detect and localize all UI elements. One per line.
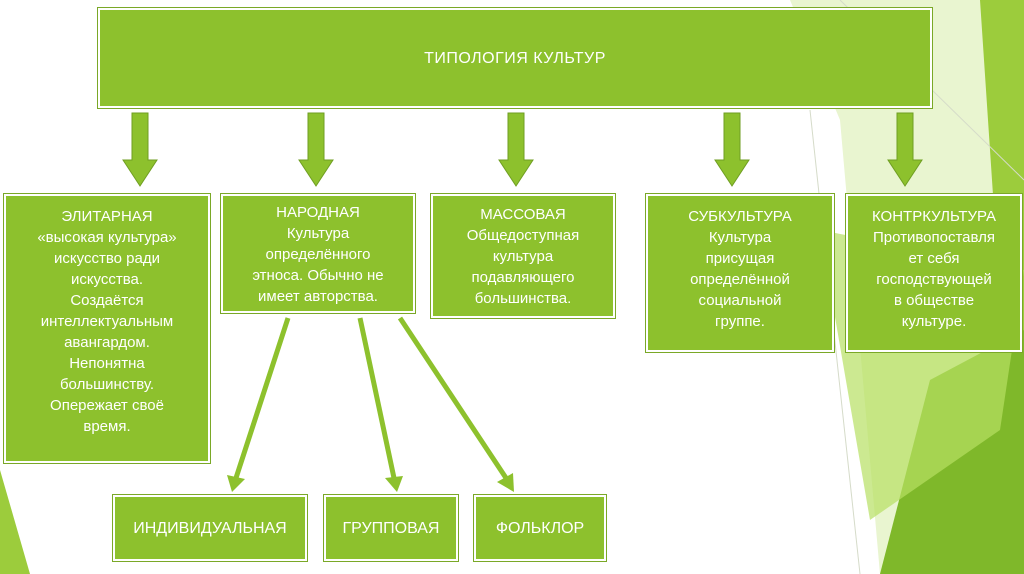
deco-left-corner [0, 470, 30, 574]
arrow-to-elite [122, 112, 158, 187]
group-label: ГРУППОВАЯ [342, 519, 440, 537]
arrowhead-individual [227, 475, 245, 492]
elite-line: Непонятна [69, 355, 145, 372]
sub-line: социальной [698, 292, 782, 309]
individual-folk-box: ИНДИВИДУАЛЬНАЯ [112, 494, 308, 562]
elite-line: Опережает своё [50, 397, 164, 414]
group-folk-box: ГРУППОВАЯ [323, 494, 459, 562]
folklore-box: ФОЛЬКЛОР [473, 494, 607, 562]
deco-line-1 [809, 109, 861, 574]
title-box: ТИПОЛОГИЯ КУЛЬТУР [97, 7, 933, 109]
elite-line: «высокая культура» [37, 229, 177, 246]
counter-line: в обществе [893, 292, 975, 309]
folk-line: этноса. Обычно не [252, 267, 384, 284]
mass-line: подавляющего [471, 269, 575, 286]
arrow-to-mass [498, 112, 534, 187]
elite-line: интеллектуальным [40, 313, 174, 330]
folk-heading: НАРОДНАЯ [276, 204, 360, 221]
diagram-title: ТИПОЛОГИЯ КУЛЬТУР [424, 49, 606, 67]
arrow-to-sub [714, 112, 750, 187]
arrowhead-folklore [497, 473, 514, 492]
elite-line: авангардом. [64, 334, 150, 351]
elite-line: Создаётся [70, 292, 144, 309]
elite-line: время. [83, 418, 131, 435]
counterculture-box: КОНТРКУЛЬТУРА Противопоставля ет себя го… [845, 193, 1023, 353]
folklore-label: ФОЛЬКЛОР [495, 519, 585, 537]
counter-line: ет себя [908, 250, 960, 267]
elite-line: большинству. [59, 376, 155, 393]
arrow-line-folklore [397, 316, 509, 480]
mass-line: Общедоступная [466, 227, 580, 244]
mass-line: культура [492, 248, 554, 265]
subculture-box: СУБКУЛЬТУРА Культура присущая определённ… [645, 193, 835, 353]
folk-culture-box: НАРОДНАЯ Культура определённого этноса. … [220, 193, 416, 314]
arrow-to-counter [887, 112, 923, 187]
sub-line: определённой [690, 271, 790, 288]
arrow-line-group [357, 317, 397, 479]
mass-line: большинства. [474, 290, 572, 307]
folk-line: определённого [265, 246, 371, 263]
arrow-to-folk [298, 112, 334, 187]
individual-label: ИНДИВИДУАЛЬНАЯ [133, 519, 287, 537]
folk-line: имеет авторства. [258, 288, 378, 305]
counter-line: Противопоставля [872, 229, 996, 246]
counter-line: господствующей [876, 271, 992, 288]
arrow-line-individual [233, 317, 291, 479]
counter-line: культуре. [901, 313, 967, 330]
sub-line: присущая [705, 250, 775, 267]
mass-culture-box: МАССОВАЯ Общедоступная культура подавляю… [430, 193, 616, 319]
folk-line: Культура [286, 225, 350, 242]
elite-line: искусства. [70, 271, 144, 288]
elite-heading: ЭЛИТАРНАЯ [61, 208, 153, 225]
mass-heading: МАССОВАЯ [480, 206, 566, 223]
counter-heading: КОНТРКУЛЬТУРА [871, 208, 997, 225]
elite-culture-box: ЭЛИТАРНАЯ «высокая культура» искусство р… [3, 193, 211, 464]
elite-line: искусство ради [54, 250, 160, 267]
sub-heading: СУБКУЛЬТУРА [688, 208, 792, 225]
sub-line: группе. [715, 313, 765, 330]
arrowhead-group [385, 476, 403, 492]
sub-line: Культура [708, 229, 772, 246]
